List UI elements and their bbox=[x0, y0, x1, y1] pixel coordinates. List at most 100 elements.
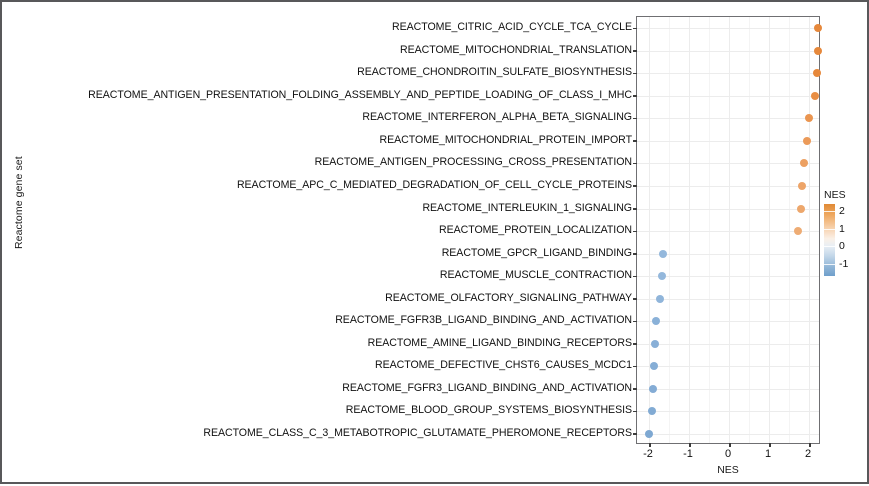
category-label: REACTOME_CITRIC_ACID_CYCLE_TCA_CYCLE bbox=[392, 21, 632, 34]
colorbar-tick-label: 2 bbox=[839, 205, 845, 217]
y-axis-tick bbox=[633, 343, 637, 345]
legend-body: 2 1 0 -1 bbox=[824, 204, 868, 276]
category-label: REACTOME_MITOCHONDRIAL_TRANSLATION bbox=[400, 43, 632, 56]
x-gridline bbox=[809, 17, 810, 443]
data-point[interactable] bbox=[659, 249, 667, 258]
y-axis-tick bbox=[633, 27, 637, 30]
x-tick-label: 0 bbox=[724, 448, 732, 460]
category-label: REACTOME_MUSCLE_CONTRACTION bbox=[439, 269, 632, 282]
data-point[interactable] bbox=[651, 317, 660, 326]
y-axis-tick bbox=[633, 320, 637, 323]
x-gridline-minor bbox=[789, 17, 790, 443]
y-gridline bbox=[637, 163, 819, 165]
x-axis-tick bbox=[689, 443, 691, 447]
colorbar-gradient bbox=[824, 204, 835, 276]
x-tick-label: 2 bbox=[804, 448, 812, 460]
category-label: REACTOME_PROTEIN_LOCALIZATION bbox=[438, 224, 632, 236]
y-axis-tick bbox=[633, 253, 637, 255]
y-gridline bbox=[637, 298, 819, 300]
colorbar-tick bbox=[824, 228, 835, 230]
colorbar-tick-label: 1 bbox=[839, 222, 845, 235]
x-gridline-minor bbox=[709, 17, 710, 443]
category-label: REACTOME_CLASS_C_3_METABOTROPIC_GLUTAMAT… bbox=[203, 426, 632, 439]
y-axis-tick bbox=[633, 208, 637, 210]
y-axis-tick bbox=[633, 117, 637, 120]
category-label: REACTOME_CHONDROITIN_SULFATE_BIOSYNTHESI… bbox=[357, 66, 632, 79]
y-axis-tick bbox=[633, 72, 637, 75]
y-axis-tick bbox=[633, 185, 637, 187]
category-label: REACTOME_APC_C_MEDIATED_DEGRADATION_OF_C… bbox=[236, 178, 632, 191]
y-axis-tick bbox=[633, 140, 637, 142]
category-axis-labels: REACTOME_CITRIC_ACID_CYCLE_TCA_CYCLE REAC… bbox=[14, 16, 632, 444]
colorbar-tick bbox=[824, 246, 835, 248]
x-axis-title: NES bbox=[717, 464, 739, 476]
data-point[interactable] bbox=[657, 272, 666, 281]
category-label: REACTOME_BLOOD_GROUP_SYSTEMS_BIOSYNTHESI… bbox=[345, 404, 632, 417]
y-gridline bbox=[637, 50, 819, 52]
category-label: REACTOME_OLFACTORY_SIGNALING_PATHWAY bbox=[385, 291, 632, 304]
data-point[interactable] bbox=[655, 294, 664, 303]
y-gridline bbox=[637, 366, 819, 368]
y-gridline bbox=[637, 343, 819, 345]
category-label: REACTOME_FGFR3B_LIGAND_BINDING_AND_ACTIV… bbox=[335, 314, 632, 327]
data-point[interactable] bbox=[814, 24, 823, 33]
y-axis-tick bbox=[633, 95, 637, 97]
y-axis-tick bbox=[633, 50, 637, 52]
y-axis-tick bbox=[633, 365, 637, 368]
y-gridline bbox=[637, 28, 819, 30]
x-gridline bbox=[769, 17, 770, 443]
colorbar-tick-label: -1 bbox=[839, 257, 849, 270]
data-point[interactable] bbox=[645, 429, 653, 438]
x-gridline-minor bbox=[669, 17, 670, 443]
y-gridline bbox=[637, 208, 819, 210]
y-axis-tick bbox=[633, 230, 637, 232]
data-point[interactable] bbox=[802, 136, 811, 145]
y-gridline bbox=[637, 73, 819, 75]
y-gridline bbox=[637, 231, 819, 232]
data-point[interactable] bbox=[800, 159, 809, 168]
y-axis-tick bbox=[633, 433, 637, 435]
data-point[interactable] bbox=[813, 46, 822, 55]
colorbar-tick bbox=[824, 263, 835, 265]
data-point[interactable] bbox=[813, 69, 821, 78]
y-gridline bbox=[637, 276, 819, 278]
x-gridline-minor bbox=[749, 17, 750, 443]
plot-panel bbox=[633, 16, 823, 447]
x-axis-tick bbox=[769, 443, 771, 447]
category-label: REACTOME_MITOCHONDRIAL_PROTEIN_IMPORT bbox=[379, 133, 633, 146]
data-point[interactable] bbox=[798, 181, 807, 190]
y-gridline bbox=[637, 140, 819, 142]
data-point[interactable] bbox=[797, 204, 805, 213]
category-label: REACTOME_DEFECTIVE_CHST6_CAUSES_MCDC1 bbox=[375, 359, 632, 372]
data-point[interactable] bbox=[647, 407, 656, 416]
y-gridline bbox=[637, 411, 819, 413]
x-tick-label: 1 bbox=[764, 448, 772, 460]
data-point[interactable] bbox=[649, 362, 658, 371]
category-label: REACTOME_AMINE_LIGAND_BINDING_RECEPTORS bbox=[367, 336, 632, 349]
data-point[interactable] bbox=[805, 114, 813, 123]
colorbar-tick-label: 0 bbox=[839, 240, 845, 253]
x-axis-tick bbox=[729, 443, 731, 447]
data-point[interactable] bbox=[649, 384, 657, 393]
y-axis-tick bbox=[633, 275, 637, 278]
legend-title: NES bbox=[824, 189, 846, 201]
category-label: REACTOME_ANTIGEN_PROCESSING_CROSS_PRESEN… bbox=[314, 156, 632, 169]
data-point[interactable] bbox=[811, 91, 819, 100]
x-tick-label: -1 bbox=[683, 448, 693, 460]
data-point[interactable] bbox=[651, 339, 659, 348]
y-axis-tick bbox=[633, 162, 637, 165]
y-axis-tick bbox=[633, 388, 637, 390]
y-gridline bbox=[637, 185, 819, 187]
y-axis-tick bbox=[633, 410, 637, 413]
y-gridline bbox=[637, 253, 819, 255]
category-label: REACTOME_GPCR_LIGAND_BINDING bbox=[441, 246, 632, 259]
colorbar-tick bbox=[824, 211, 835, 212]
y-gridline bbox=[637, 321, 819, 323]
data-point[interactable] bbox=[794, 227, 803, 235]
x-axis-tick bbox=[649, 443, 651, 447]
nes-colorbar-legend: NES 2 1 0 -1 bbox=[824, 190, 868, 276]
x-axis-tick bbox=[809, 443, 811, 447]
x-gridline bbox=[729, 17, 730, 443]
